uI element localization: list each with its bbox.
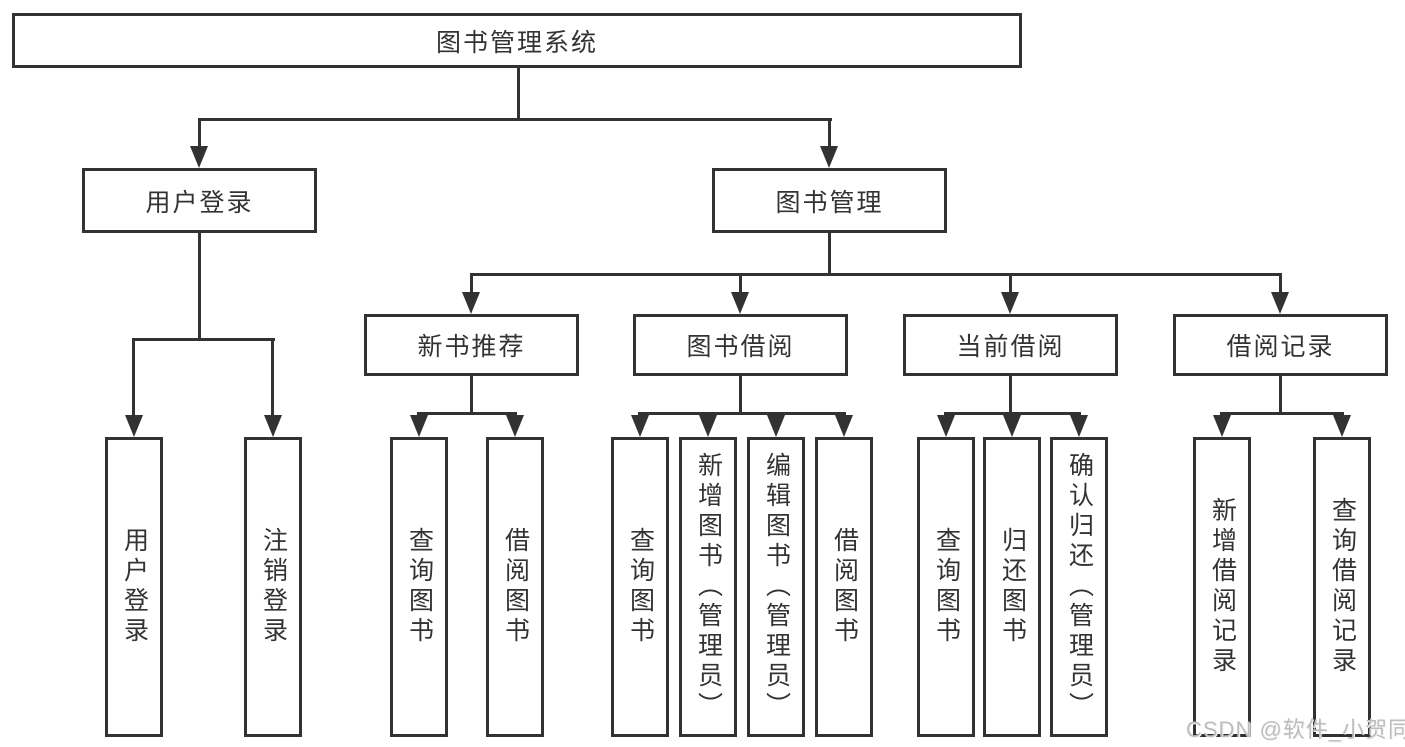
leaf-cb-query-books: 查询图书 (917, 437, 975, 737)
leaf-cb-confirm-return-admin: 确认归还（管理员） (1050, 437, 1108, 737)
node-book-management-label: 图书管理 (775, 188, 884, 217)
arrowhead-leaf-bb-query (631, 415, 649, 437)
arrowhead-leaf-bb-add (699, 415, 717, 437)
connector-current-stem (1009, 376, 1012, 414)
connector-borrow-branch (638, 412, 846, 415)
leaf-br-add-record: 新增借阅记录 (1193, 437, 1251, 737)
arrowhead-borrow-records (1271, 292, 1289, 314)
leaf-bb-borrow-books-label: 借阅图书 (830, 527, 859, 647)
leaf-bb-edit-books-admin: 编辑图书（管理员） (747, 437, 805, 737)
leaf-br-query-record-label: 查询借阅记录 (1328, 497, 1357, 677)
connector-book-management-stub (828, 118, 831, 148)
leaf-cb-confirm-return-admin-label: 确认归还（管理员） (1065, 452, 1094, 722)
connector-records-branch (1220, 412, 1344, 415)
arrowhead-book-borrow (731, 292, 749, 314)
arrowhead-leaf-br-query (1333, 415, 1351, 437)
leaf-bb-edit-books-admin-label: 编辑图书（管理员） (762, 452, 791, 722)
leaf-br-add-record-label: 新增借阅记录 (1208, 497, 1237, 677)
connector-user-login-stub (198, 118, 201, 148)
node-user-login: 用户登录 (82, 168, 317, 233)
watermark: CSDN @软件_小贺同学 (1186, 717, 1405, 742)
arrowhead-leaf-cb-confirm (1070, 415, 1088, 437)
leaf-user-login: 用户登录 (105, 437, 163, 737)
arrowhead-leaf-cb-return (1003, 415, 1021, 437)
connector-user-login-branch (132, 338, 275, 341)
connector-records-stem (1279, 376, 1282, 414)
connector-borrow-stem (739, 376, 742, 414)
node-user-login-label: 用户登录 (145, 188, 254, 217)
connector-current-stub (1009, 273, 1012, 294)
connector-new-book-stub (470, 273, 473, 294)
leaf-br-query-record: 查询借阅记录 (1313, 437, 1371, 737)
leaf-bb-query-books-label: 查询图书 (626, 527, 655, 647)
connector-level3-branch (470, 273, 1282, 276)
leaf-nb-query-books-label: 查询图书 (405, 527, 434, 647)
arrowhead-leaf-bb-borrow (835, 415, 853, 437)
node-borrow-records: 借阅记录 (1173, 314, 1388, 376)
node-current-borrow-label: 当前借阅 (956, 333, 1065, 361)
leaf-nb-query-books: 查询图书 (390, 437, 448, 737)
leaf-logout-login-label: 注销登录 (259, 527, 288, 647)
connector-leaf-logout-stub (271, 338, 274, 417)
arrowhead-leaf-nb-query (410, 415, 428, 437)
arrowhead-new-book-recommend (462, 292, 480, 314)
leaf-nb-borrow-books: 借阅图书 (486, 437, 544, 737)
node-current-borrow: 当前借阅 (903, 314, 1118, 376)
node-root: 图书管理系统 (12, 13, 1022, 68)
arrowhead-leaf-cb-query (937, 415, 955, 437)
arrowhead-leaf-nb-borrow (506, 415, 524, 437)
connector-book-management-stem (828, 233, 831, 273)
leaf-cb-return-books: 归还图书 (983, 437, 1041, 737)
connector-level2-branch (198, 118, 832, 121)
leaf-bb-borrow-books: 借阅图书 (815, 437, 873, 737)
node-new-book-recommend-label: 新书推荐 (417, 333, 526, 361)
leaf-cb-return-books-label: 归还图书 (998, 527, 1027, 647)
arrowhead-leaf-user-login (125, 415, 143, 437)
connector-new-book-stem (470, 376, 473, 414)
leaf-bb-add-books-admin: 新增图书（管理员） (679, 437, 737, 737)
connector-current-branch (944, 412, 1081, 415)
arrowhead-leaf-bb-edit (767, 415, 785, 437)
arrowhead-current-borrow (1001, 292, 1019, 314)
node-book-management: 图书管理 (712, 168, 947, 233)
leaf-bb-query-books: 查询图书 (611, 437, 669, 737)
node-root-label: 图书管理系统 (435, 28, 598, 57)
arrowhead-leaf-logout (264, 415, 282, 437)
arrowhead-book-management (820, 146, 838, 168)
connector-user-login-stem (198, 233, 201, 338)
node-new-book-recommend: 新书推荐 (364, 314, 579, 376)
leaf-nb-borrow-books-label: 借阅图书 (501, 527, 530, 647)
leaf-user-login-label: 用户登录 (120, 527, 149, 647)
arrowhead-leaf-br-add (1213, 415, 1231, 437)
node-book-borrow-label: 图书借阅 (686, 333, 795, 361)
connector-borrow-stub (739, 273, 742, 294)
arrowhead-user-login (190, 146, 208, 168)
connector-records-stub (1279, 273, 1282, 294)
node-book-borrow: 图书借阅 (633, 314, 848, 376)
connector-root-stem (517, 68, 520, 118)
connector-leaf-user-login-stub (132, 338, 135, 417)
leaf-bb-add-books-admin-label: 新增图书（管理员） (694, 452, 723, 722)
connector-new-book-branch (417, 412, 517, 415)
leaf-logout-login: 注销登录 (244, 437, 302, 737)
leaf-cb-query-books-label: 查询图书 (932, 527, 961, 647)
node-borrow-records-label: 借阅记录 (1226, 333, 1335, 361)
